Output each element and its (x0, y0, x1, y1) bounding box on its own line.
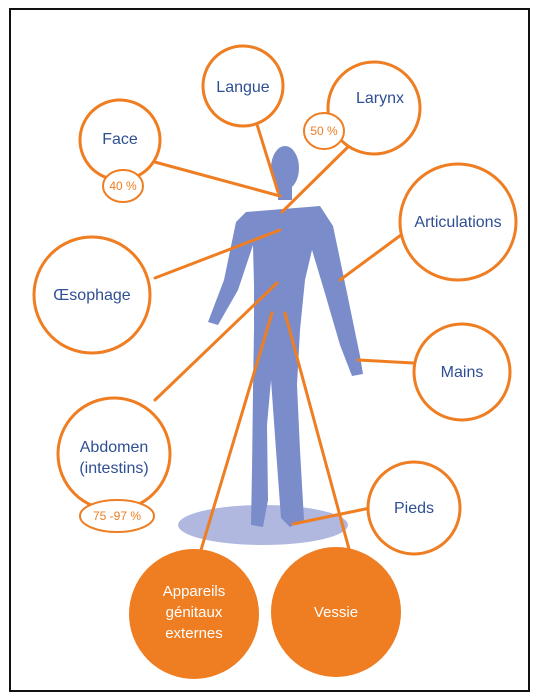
node-mains-label: Mains (441, 364, 484, 381)
node-face-label: Face (102, 131, 138, 148)
node-pieds-label: Pieds (394, 500, 434, 517)
node-larynx-percent: 50 % (310, 124, 338, 138)
node-genitaux-label-line1: Appareils (163, 583, 226, 600)
node-langue-label: Langue (216, 79, 269, 96)
node-oesophage-label: Œsophage (53, 287, 130, 304)
node-genitaux-label-line3: externes (165, 625, 223, 642)
node-genitaux-label-line2: génitaux (166, 604, 223, 621)
link-mains (358, 360, 413, 363)
link-articulations (340, 235, 401, 280)
node-abdomen-label-line2: (intestins) (79, 460, 148, 477)
node-articulations-label: Articulations (414, 214, 501, 231)
link-face (140, 158, 280, 196)
node-vessie-label: Vessie (314, 604, 358, 621)
node-larynx-label: Larynx (356, 90, 404, 107)
node-face-percent: 40 % (109, 179, 137, 193)
node-abdomen-label-line1: Abdomen (80, 439, 149, 456)
human-figure-icon (208, 146, 363, 527)
node-abdomen-percent: 75 -97 % (93, 509, 141, 523)
